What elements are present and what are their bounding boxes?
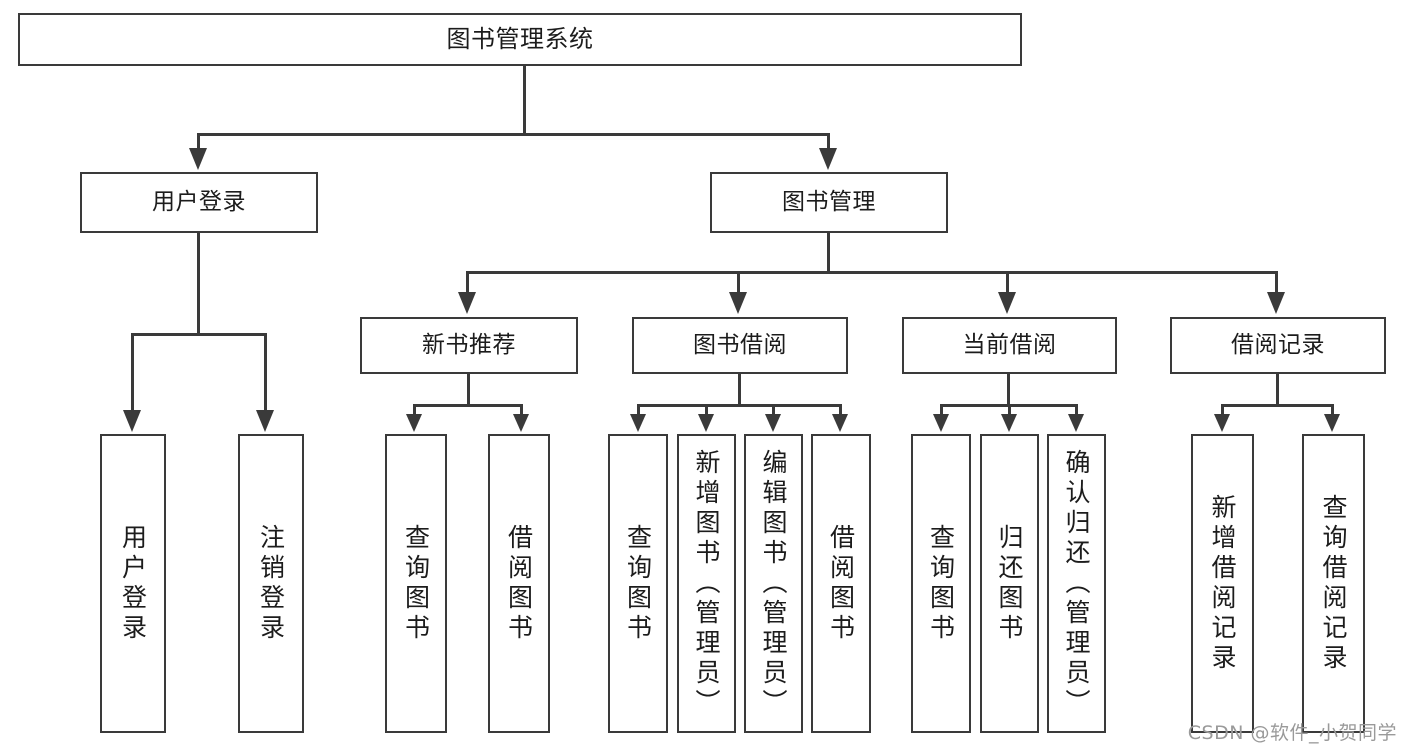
- leaf-edit-book-admin[interactable]: 编辑图书（管理员）: [744, 434, 803, 733]
- node-root-system[interactable]: 图书管理系统: [18, 13, 1022, 66]
- connector-new-book-bus: [413, 404, 523, 407]
- connector-borrow-record-stem: [1276, 374, 1279, 407]
- leaf-borrow-book-recommend[interactable]: 借阅图书: [488, 434, 550, 733]
- arrow-current-borrow-leaf-2: [1001, 414, 1017, 432]
- connector-to-borrow-record: [1275, 271, 1278, 295]
- node-label: 借阅记录: [1231, 331, 1325, 358]
- node-label: 图书借阅: [693, 331, 787, 358]
- node-book-borrow[interactable]: 图书借阅: [632, 317, 848, 374]
- node-user-login[interactable]: 用户登录: [80, 172, 318, 233]
- leaf-query-book-recommend[interactable]: 查询图书: [385, 434, 447, 733]
- leaf-confirm-return-admin[interactable]: 确认归还（管理员）: [1047, 434, 1106, 733]
- node-label: 查询图书: [623, 523, 653, 644]
- connector-book-borrow-leaf-2: [705, 404, 708, 416]
- connector-current-borrow-leaf-2: [1008, 404, 1011, 416]
- connector-to-book-manage: [827, 133, 830, 152]
- leaf-user-login[interactable]: 用户登录: [100, 434, 166, 733]
- leaf-return-book[interactable]: 归还图书: [980, 434, 1039, 733]
- connector-new-book-leaf-2: [520, 404, 523, 416]
- node-label: 借阅图书: [826, 523, 856, 644]
- connector-borrow-record-leaf-1: [1221, 404, 1224, 416]
- node-label: 查询图书: [401, 523, 431, 644]
- node-label: 图书管理: [782, 188, 876, 215]
- arrow-book-borrow-leaf-1: [630, 414, 646, 432]
- arrow-to-user-login: [189, 148, 207, 170]
- node-current-borrow[interactable]: 当前借阅: [902, 317, 1117, 374]
- connector-current-borrow-stem: [1007, 374, 1010, 407]
- connector-level2-bus: [466, 271, 1278, 274]
- connector-user-login-leaf-2: [264, 333, 267, 413]
- leaf-logout[interactable]: 注销登录: [238, 434, 304, 733]
- connector-to-current-borrow: [1006, 271, 1009, 295]
- leaf-add-borrow-record[interactable]: 新增借阅记录: [1191, 434, 1254, 733]
- connector-current-borrow-leaf-1: [940, 404, 943, 416]
- leaf-query-borrow-record[interactable]: 查询借阅记录: [1302, 434, 1365, 733]
- arrow-book-borrow-leaf-4: [832, 414, 848, 432]
- connector-book-borrow-leaf-4: [839, 404, 842, 416]
- connector-new-book-leaf-1: [413, 404, 416, 416]
- leaf-query-book-borrow[interactable]: 查询图书: [608, 434, 668, 733]
- node-label: 编辑图书（管理员）: [759, 448, 788, 719]
- connector-book-manage-stem: [827, 233, 830, 273]
- connector-to-book-borrow: [737, 271, 740, 295]
- arrow-new-book-leaf-1: [406, 414, 422, 432]
- watermark-text: CSDN @软件_小贺同学: [1187, 722, 1397, 744]
- connector-user-login-bus: [131, 333, 267, 336]
- connector-book-borrow-bus: [637, 404, 841, 407]
- arrow-borrow-record-leaf-1: [1214, 414, 1230, 432]
- arrow-user-login-leaf-2: [256, 410, 274, 432]
- arrow-book-borrow-leaf-2: [698, 414, 714, 432]
- arrow-to-new-book: [458, 292, 476, 314]
- node-label: 新增借阅记录: [1208, 493, 1237, 674]
- node-label: 新书推荐: [422, 331, 516, 358]
- connector-current-borrow-leaf-3: [1075, 404, 1078, 416]
- connector-to-user-login: [197, 133, 200, 152]
- arrow-current-borrow-leaf-1: [933, 414, 949, 432]
- connector-new-book-stem: [467, 374, 470, 407]
- arrow-user-login-leaf-1: [123, 410, 141, 432]
- node-label: 用户登录: [118, 523, 148, 644]
- arrow-to-book-manage: [819, 148, 837, 170]
- connector-user-login-leaf-1: [131, 333, 134, 413]
- arrow-borrow-record-leaf-2: [1324, 414, 1340, 432]
- node-label: 注销登录: [256, 523, 286, 644]
- node-label: 查询借阅记录: [1319, 493, 1348, 674]
- node-book-manage[interactable]: 图书管理: [710, 172, 948, 233]
- node-borrow-record[interactable]: 借阅记录: [1170, 317, 1386, 374]
- node-label: 图书管理系统: [446, 25, 594, 54]
- leaf-borrow-book[interactable]: 借阅图书: [811, 434, 871, 733]
- connector-book-borrow-leaf-3: [772, 404, 775, 416]
- node-label: 确认归还（管理员）: [1062, 448, 1091, 719]
- connector-user-login-stem: [197, 233, 200, 335]
- connector-book-borrow-leaf-1: [637, 404, 640, 416]
- node-label: 新增图书（管理员）: [692, 448, 721, 719]
- connector-borrow-record-bus: [1221, 404, 1334, 407]
- connector-book-borrow-stem: [738, 374, 741, 407]
- connector-borrow-record-leaf-2: [1331, 404, 1334, 416]
- node-label: 查询图书: [926, 523, 956, 644]
- node-label: 归还图书: [995, 523, 1024, 644]
- node-new-book-recommend[interactable]: 新书推荐: [360, 317, 578, 374]
- connector-root-stem: [523, 66, 526, 135]
- arrow-to-current-borrow: [998, 292, 1016, 314]
- leaf-add-book-admin[interactable]: 新增图书（管理员）: [677, 434, 736, 733]
- arrow-new-book-leaf-2: [513, 414, 529, 432]
- arrow-to-borrow-record: [1267, 292, 1285, 314]
- connector-level1-bus: [197, 133, 829, 136]
- connector-to-new-book: [466, 271, 469, 295]
- arrow-current-borrow-leaf-3: [1068, 414, 1084, 432]
- arrow-book-borrow-leaf-3: [765, 414, 781, 432]
- leaf-query-book-current[interactable]: 查询图书: [911, 434, 971, 733]
- arrow-to-book-borrow: [729, 292, 747, 314]
- node-label: 用户登录: [152, 188, 246, 215]
- node-label: 当前借阅: [962, 331, 1057, 358]
- node-label: 借阅图书: [504, 523, 534, 644]
